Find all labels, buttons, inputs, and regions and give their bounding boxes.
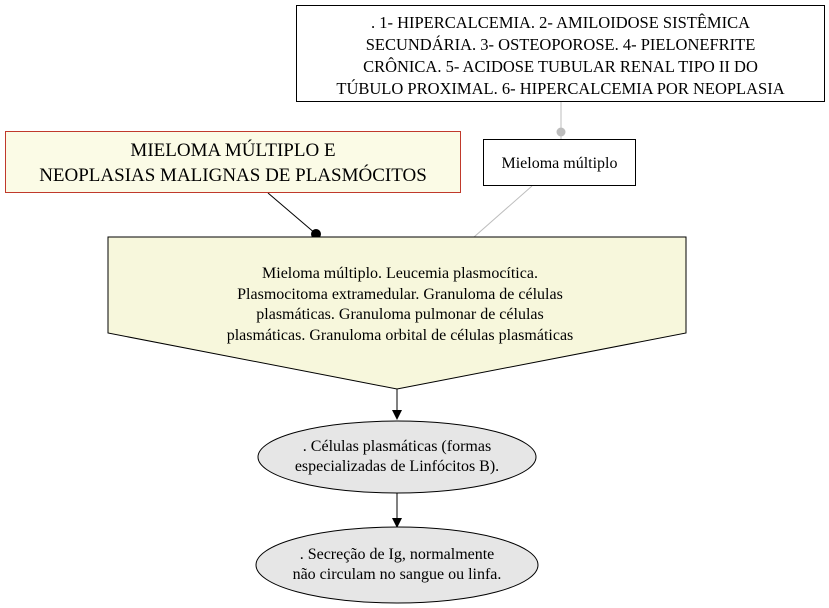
types-pentagon — [107, 236, 687, 390]
ig-secretion-text: . Secreção de Ig, normalmente não circul… — [258, 545, 536, 585]
link-title-types — [267, 192, 317, 235]
ig-secretion-ellipse — [255, 526, 539, 604]
ig-secretion-line: não circulam no sangue ou linfa. — [292, 566, 502, 583]
complications-line: TÚBULO PROXIMAL. 6- HIPERCALCEMIA POR NE… — [336, 79, 785, 98]
types-text: Mieloma múltiplo. Leucemia plasmocítica.… — [140, 264, 660, 346]
plasma-cells-text: . Células plasmáticas (formas especializ… — [258, 437, 536, 477]
types-line: plasmáticas. Granuloma orbital de célula… — [226, 326, 574, 344]
types-line: Plasmocitoma extramedular. Granuloma de … — [237, 285, 563, 303]
complications-line: . 1- HIPERCALCEMIA. 2- AMILOIDOSE SISTÊM… — [370, 13, 751, 32]
main-concept-line: MIELOMA MÚLTIPLO E — [130, 140, 336, 161]
main-concept-box: MIELOMA MÚLTIPLO E NEOPLASIAS MALIGNAS D… — [5, 131, 461, 193]
complications-line: SECUNDÁRIA. 3- OSTEOPOROSE. 4- PIELONEFR… — [365, 35, 756, 54]
types-line: Mieloma múltiplo. Leucemia plasmocítica. — [262, 265, 538, 282]
plasma-cells-line: . Células plasmáticas (formas — [302, 438, 492, 455]
link-mieloma-types — [473, 185, 533, 238]
mieloma-box: Mieloma múltiplo — [483, 139, 636, 186]
types-line: plasmáticas. Granuloma pulmonar de célul… — [256, 306, 544, 323]
plasma-cells-line: especializadas de Linfócitos B). — [294, 458, 500, 475]
mieloma-label: Mieloma múltiplo — [501, 155, 618, 172]
complications-line: CRÔNICA. 5- ACIDOSE TUBULAR RENAL TIPO I… — [363, 57, 758, 76]
ig-secretion-line: . Secreção de Ig, normalmente — [299, 546, 495, 563]
link-dot-gray — [556, 127, 566, 137]
complications-box: . 1- HIPERCALCEMIA. 2- AMILOIDOSE SISTÊM… — [296, 5, 825, 102]
main-concept-line: NEOPLASIAS MALIGNAS DE PLASMÓCITOS — [39, 165, 427, 186]
